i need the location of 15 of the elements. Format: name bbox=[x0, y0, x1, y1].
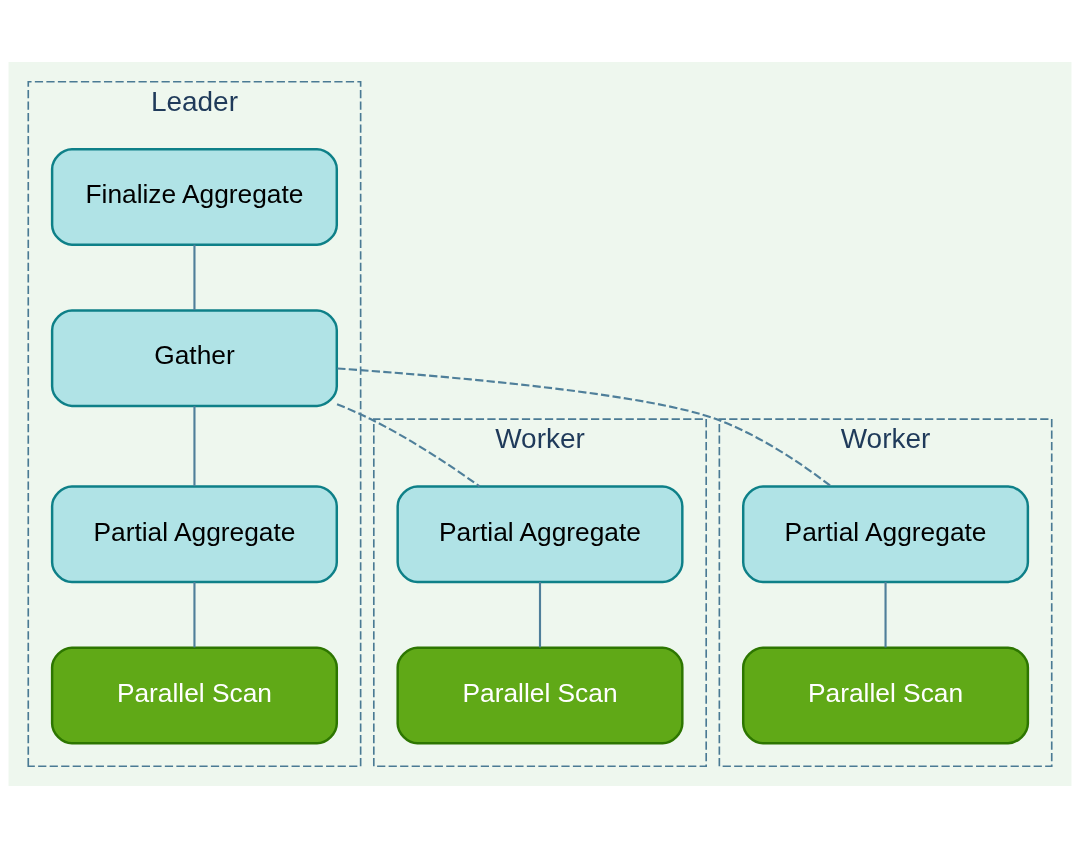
node-box: Partial Aggregate bbox=[50, 485, 339, 584]
node-box: Partial Aggregate bbox=[396, 485, 684, 584]
connector bbox=[337, 367, 832, 488]
connector bbox=[193, 582, 196, 648]
node-box: Gather bbox=[50, 309, 339, 408]
node-box: Parallel Scan bbox=[50, 646, 339, 745]
node-box: Finalize Aggregate bbox=[50, 147, 339, 246]
node-box: Partial Aggregate bbox=[741, 485, 1030, 584]
node-box: Parallel Scan bbox=[396, 646, 684, 745]
connector bbox=[538, 582, 542, 648]
connector bbox=[193, 244, 196, 311]
connector bbox=[193, 406, 196, 487]
node-box: Parallel Scan bbox=[741, 646, 1030, 745]
connector bbox=[336, 403, 481, 488]
connector bbox=[884, 582, 887, 648]
